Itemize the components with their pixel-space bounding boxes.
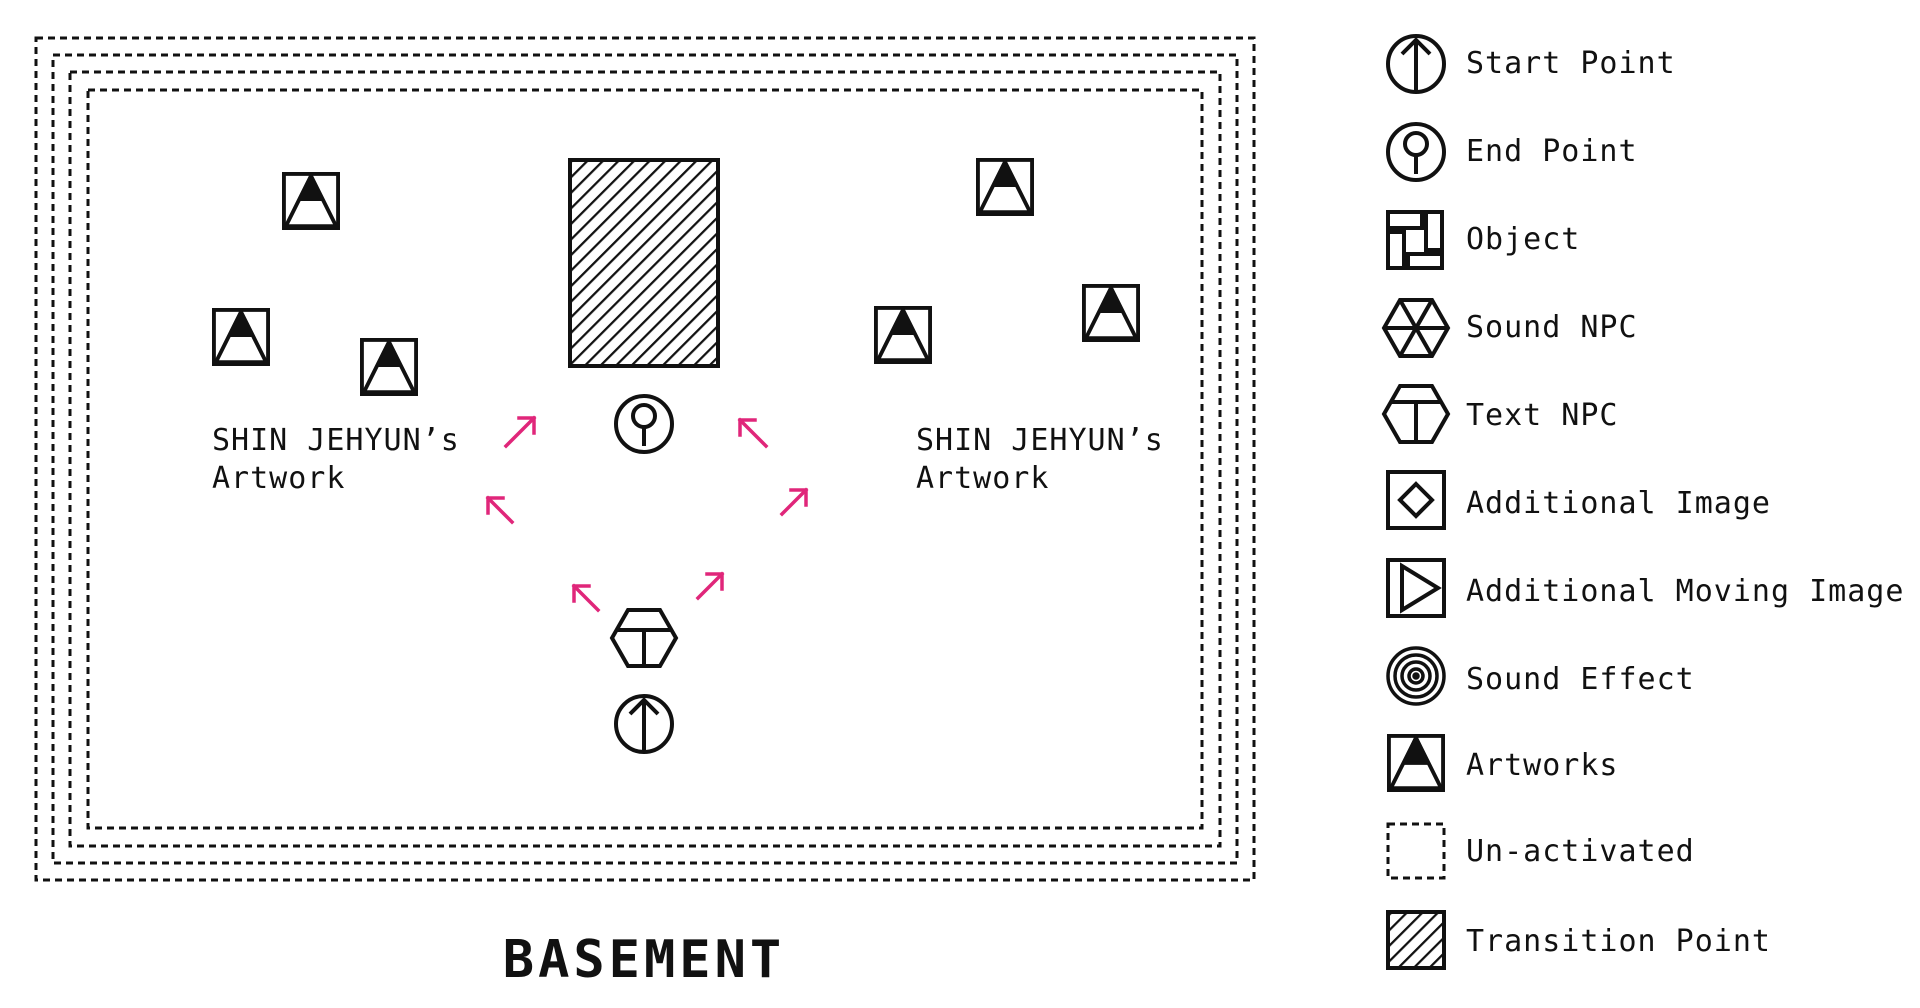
artwork-right-3[interactable] xyxy=(874,306,932,364)
legend-label: Additional Image xyxy=(1466,486,1771,521)
legend-label: Sound Effect xyxy=(1466,662,1695,697)
artwork-left-2[interactable] xyxy=(212,308,270,366)
legend-label: Additional Moving Image xyxy=(1466,574,1905,609)
boundary-ring-2 xyxy=(51,53,1239,865)
legend-item-sound-effect: Sound Effect xyxy=(1386,649,1906,711)
sound-npc-icon xyxy=(1381,298,1451,358)
direction-arrow-2 xyxy=(485,495,515,525)
legend-item-start-point: Start Point xyxy=(1386,33,1906,95)
artwork-right-1[interactable] xyxy=(976,158,1034,216)
object-icon xyxy=(1386,210,1444,270)
floor-title: BASEMENT xyxy=(502,930,786,990)
artwork-area-label-left: SHIN JEHYUN’s Artwork xyxy=(212,423,460,496)
legend-label: Artworks xyxy=(1466,748,1619,783)
additional-image-icon xyxy=(1386,470,1446,530)
legend-label: Object xyxy=(1466,222,1581,257)
legend-item-text-npc: Text NPC xyxy=(1386,385,1906,447)
start-point-icon xyxy=(1386,34,1446,94)
end-point-marker[interactable] xyxy=(614,394,674,454)
unactivated-icon xyxy=(1386,822,1446,880)
direction-arrow-4 xyxy=(695,571,725,601)
legend-item-additional-moving-image: Additional Moving Image xyxy=(1386,561,1906,623)
direction-arrow-5 xyxy=(779,487,809,517)
legend-label: Transition Point xyxy=(1466,924,1771,959)
start-point-marker[interactable] xyxy=(614,694,674,754)
artwork-area-label-right: SHIN JEHYUN’s Artwork xyxy=(916,423,1164,496)
transition-point[interactable] xyxy=(568,158,720,368)
sound-effect-icon xyxy=(1386,646,1446,706)
legend-icons xyxy=(1381,34,1451,970)
text-npc-marker[interactable] xyxy=(609,608,679,668)
legend-item-transition-point: Transition Point xyxy=(1386,911,1906,973)
legend-label: End Point xyxy=(1466,134,1638,169)
end-point-ring xyxy=(614,394,674,454)
legend-item-sound-npc: Sound NPC xyxy=(1386,297,1906,359)
unactivated-boundary xyxy=(34,36,1256,882)
artwork-left-3[interactable] xyxy=(360,338,418,396)
text-npc-hexagon xyxy=(609,608,679,668)
direction-arrow-1 xyxy=(503,415,537,449)
direction-arrow-6 xyxy=(737,417,769,449)
boundary-ring-3 xyxy=(68,70,1222,848)
transition-point-icon xyxy=(1386,910,1446,970)
boundary-ring-inner xyxy=(86,88,1204,830)
end-point-pin-head xyxy=(631,403,657,429)
direction-arrow-3 xyxy=(571,583,601,613)
end-point-icon xyxy=(1386,122,1446,182)
boundary-ring-outer xyxy=(34,36,1256,882)
text-npc-icon xyxy=(1381,384,1451,444)
legend-label: Start Point xyxy=(1466,46,1676,81)
legend-item-end-point: End Point xyxy=(1386,121,1906,183)
artwork-right-2[interactable] xyxy=(1082,284,1140,342)
direction-arrows xyxy=(485,415,809,613)
legend-label: Sound NPC xyxy=(1466,310,1638,345)
legend-item-additional-image: Additional Image xyxy=(1386,473,1906,535)
legend-item-artworks: Artworks xyxy=(1386,735,1906,797)
legend-label: Un-activated xyxy=(1466,834,1695,869)
legend-item-unactivated: Un-activated xyxy=(1386,821,1906,883)
legend-item-object: Object xyxy=(1386,209,1906,271)
legend-label: Text NPC xyxy=(1466,398,1619,433)
start-point-arrowhead xyxy=(628,697,660,716)
additional-moving-image-icon xyxy=(1386,558,1446,618)
artwork-left-1[interactable] xyxy=(282,172,340,230)
